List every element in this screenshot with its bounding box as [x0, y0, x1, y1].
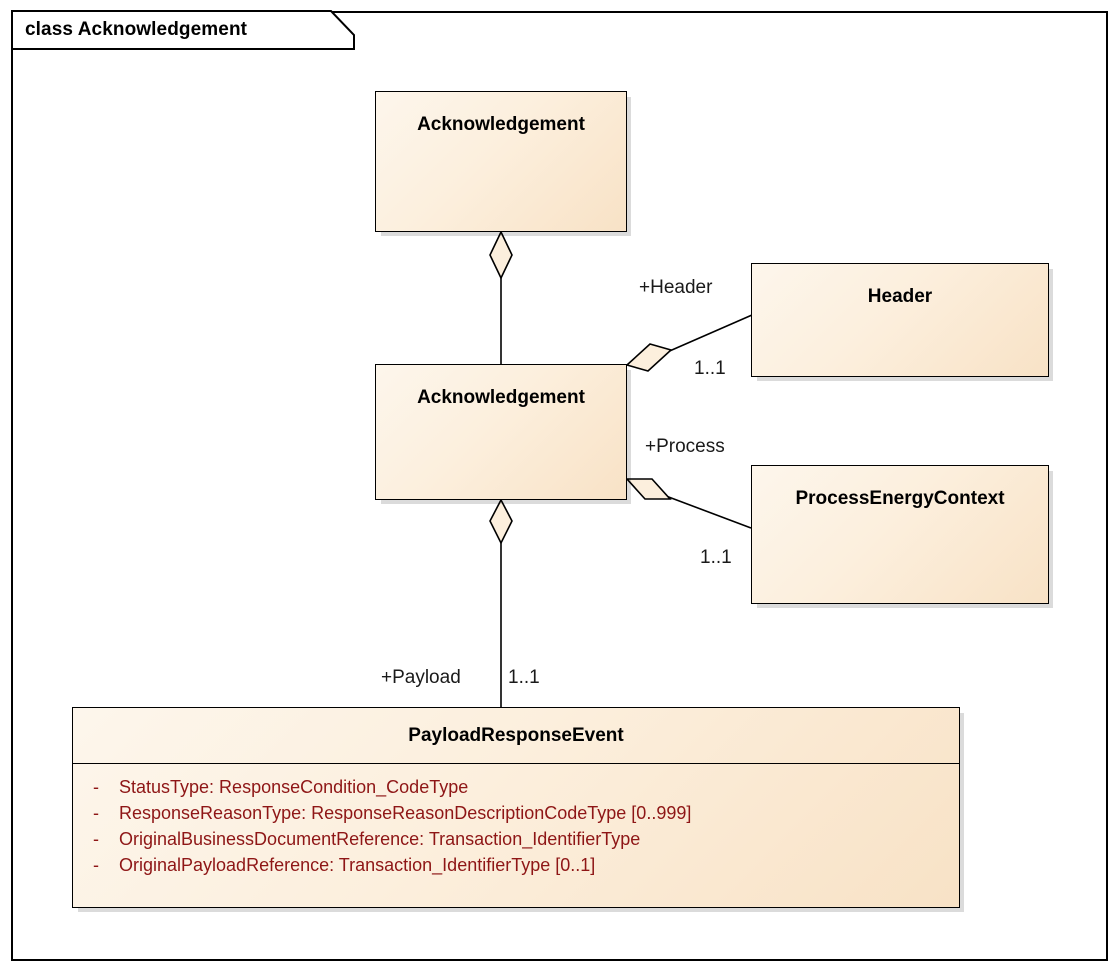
class-box-header[interactable]: Header: [751, 263, 1049, 377]
frame-title-label: class Acknowledgement: [25, 19, 248, 40]
frame-tab: class Acknowledgement: [11, 11, 355, 49]
attribute-signature: ResponseReasonType: ResponseReasonDescri…: [119, 803, 692, 823]
class-name-acknowledgement-mid: Acknowledgement: [417, 387, 585, 408]
association-role-payload: +Payload: [381, 667, 461, 688]
class-box-acknowledgement-mid[interactable]: Acknowledgement: [375, 364, 627, 500]
association-multiplicity-payload: 1..1: [508, 667, 540, 688]
attribute-row[interactable]: -OriginalBusinessDocumentReference: Tran…: [73, 826, 959, 852]
attribute-row[interactable]: -ResponseReasonType: ResponseReasonDescr…: [73, 800, 959, 826]
diagram-frame: [11, 11, 1108, 961]
attribute-signature: StatusType: ResponseCondition_CodeType: [119, 777, 469, 797]
class-box-acknowledgement-top[interactable]: Acknowledgement: [375, 91, 627, 232]
class-box-payload-response-event[interactable]: PayloadResponseEvent -StatusType: Respon…: [72, 707, 960, 908]
attribute-row[interactable]: -OriginalPayloadReference: Transaction_I…: [73, 852, 959, 878]
class-name-process-energy-context: ProcessEnergyContext: [795, 488, 1005, 509]
class-box-process-energy-context[interactable]: ProcessEnergyContext: [751, 465, 1049, 604]
attribute-row[interactable]: -StatusType: ResponseCondition_CodeType: [73, 774, 959, 800]
attribute-visibility: -: [93, 855, 99, 875]
attribute-visibility: -: [93, 803, 99, 823]
association-multiplicity-process: 1..1: [700, 547, 732, 568]
class-name-header: Header: [867, 286, 933, 307]
attribute-compartment-payload-response-event: -StatusType: ResponseCondition_CodeType-…: [73, 764, 959, 888]
association-role-process: +Process: [645, 436, 725, 457]
attribute-visibility: -: [93, 777, 99, 797]
association-multiplicity-header: 1..1: [694, 358, 726, 379]
association-role-header: +Header: [639, 277, 713, 298]
attribute-visibility: -: [93, 829, 99, 849]
class-name-payload-response-event: PayloadResponseEvent: [408, 724, 624, 746]
class-name-compartment-payload-response-event: PayloadResponseEvent: [73, 708, 959, 764]
attribute-signature: OriginalBusinessDocumentReference: Trans…: [119, 829, 641, 849]
attribute-signature: OriginalPayloadReference: Transaction_Id…: [119, 855, 596, 875]
class-name-acknowledgement-top: Acknowledgement: [417, 114, 585, 135]
